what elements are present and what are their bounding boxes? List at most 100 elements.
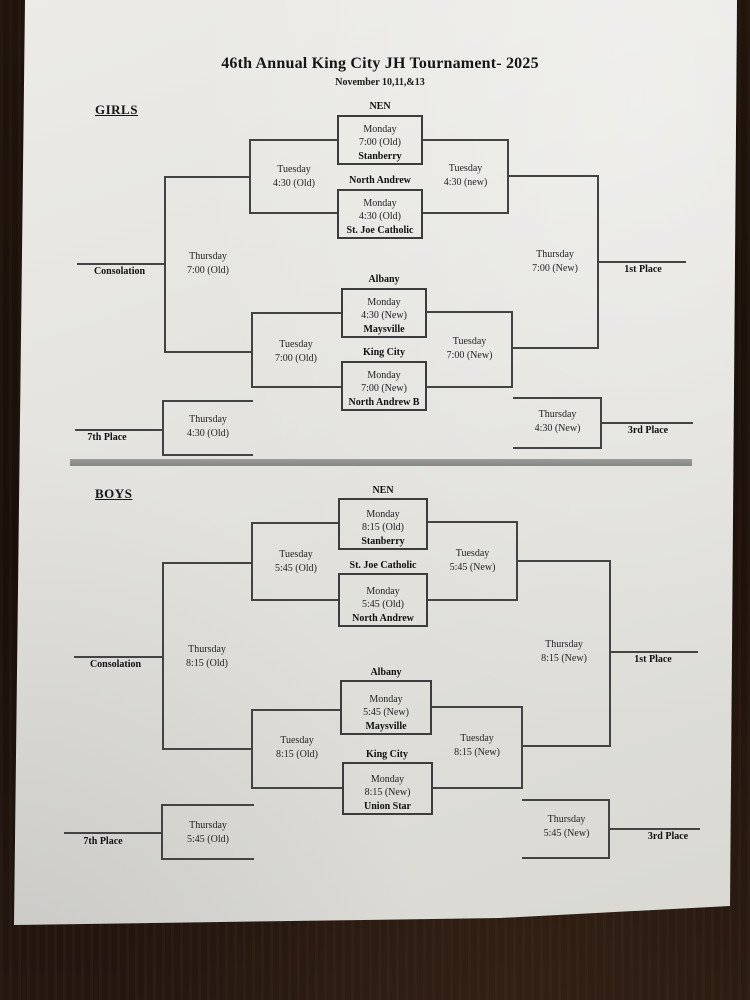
game-time: 8:15 (New) xyxy=(364,787,411,798)
bracket-line xyxy=(511,311,513,388)
game-bottom-team: Maysville xyxy=(365,720,407,732)
girls-section-label: GIRLS xyxy=(95,102,138,117)
game-bottom-team: Union Star xyxy=(364,800,411,812)
girls-semi-right-bottom-slot: Tuesday 7:00 (New) xyxy=(427,335,512,362)
bracket-line xyxy=(423,139,508,141)
girls-semi-left-top-slot: Tuesday 4:30 (Old) xyxy=(250,163,338,190)
game-bottom-team: St. Joe Catholic xyxy=(346,224,414,236)
slot-day: Thursday xyxy=(188,644,226,655)
slot-day: Thursday xyxy=(536,249,574,260)
slot-time: 7:00 (Old) xyxy=(275,352,317,364)
girls-game2-box: Monday 4:30 (Old) St. Joe Catholic xyxy=(337,189,423,239)
boys-game4-box: Monday 8:15 (New) Union Star xyxy=(342,762,433,815)
bracket-line xyxy=(610,828,700,830)
girls-game4-box: Monday 7:00 (New) North Andrew B xyxy=(341,361,427,411)
bracket-line xyxy=(64,832,162,834)
bracket-line xyxy=(162,562,164,750)
slot-day: Thursday xyxy=(189,251,227,262)
boys-semi-right-top-slot: Tuesday 5:45 (New) xyxy=(428,547,517,574)
slot-day: Tuesday xyxy=(448,163,483,174)
bracket-line xyxy=(252,312,341,314)
bracket-line xyxy=(163,562,252,564)
boys-game2-top-team: St. Joe Catholic xyxy=(349,560,417,571)
girls-game3-box: Monday 4:30 (New) Maysville xyxy=(341,288,427,338)
game-day: Monday xyxy=(363,197,397,209)
slot-day: Tuesday xyxy=(279,549,313,560)
slot-time: 8:15 (New) xyxy=(454,746,500,758)
slot-time: 8:15 (New) xyxy=(541,652,587,664)
slot-day: Thursday xyxy=(189,820,227,831)
game-bottom-team: Maysville xyxy=(363,323,405,335)
boys-game1-box: Monday 8:15 (Old) Stanberry xyxy=(338,498,428,550)
girls-championship-slot: Thursday 7:00 (New) xyxy=(513,248,597,275)
bracket-line xyxy=(163,748,252,750)
slot-day: Tuesday xyxy=(460,733,494,744)
bracket-line xyxy=(162,804,254,806)
slot-time: 7:00 (Old) xyxy=(187,264,229,276)
bracket-line xyxy=(427,311,512,313)
bracket-line xyxy=(164,176,166,353)
game-time: 7:00 (Old) xyxy=(359,137,401,148)
slot-day: Thursday xyxy=(545,639,583,650)
bracket-line xyxy=(608,799,610,859)
slot-day: Tuesday xyxy=(277,164,311,175)
bracket-line xyxy=(251,522,253,601)
bracket-line xyxy=(252,386,341,388)
bracket-line xyxy=(163,400,253,402)
bracket-line xyxy=(513,447,602,449)
game-day: Monday xyxy=(369,693,403,705)
girls-consolation-final-slot: Thursday 7:00 (Old) xyxy=(168,250,248,277)
boys-consolation-label: Consolation xyxy=(89,659,142,670)
slot-time: 5:45 (Old) xyxy=(187,833,229,845)
girls-game1-box: Monday 7:00 (Old) Stanberry xyxy=(337,115,423,165)
boys-seventh-place-label: 7th Place xyxy=(83,836,123,847)
bracket-line xyxy=(250,212,337,214)
game-bottom-team: North Andrew xyxy=(352,612,414,624)
boys-game3-top-team: Albany xyxy=(370,667,402,678)
game-time: 5:45 (New) xyxy=(363,707,409,718)
game-day: Monday xyxy=(363,123,397,135)
boys-semi-left-bottom-slot: Tuesday 8:15 (Old) xyxy=(252,734,342,761)
slot-time: 8:15 (Old) xyxy=(186,657,228,669)
bracket-line xyxy=(598,261,686,263)
slot-time: 4:30 (new) xyxy=(443,176,488,188)
slot-time: 5:45 (Old) xyxy=(275,562,317,574)
bracket-line xyxy=(165,176,250,178)
slot-time: 4:30 (Old) xyxy=(187,427,229,439)
game-day: Monday xyxy=(366,508,400,520)
bracket-line xyxy=(522,799,610,801)
boys-semi-left-top-slot: Tuesday 5:45 (Old) xyxy=(252,548,340,575)
bracket-line xyxy=(522,745,610,747)
boys-seventh-place-slot: Thursday 5:45 (Old) xyxy=(166,819,250,846)
girls-semi-right-top-slot: Tuesday 4:30 (new) xyxy=(423,162,508,189)
girls-consolation-label: Consolation xyxy=(93,266,146,277)
boys-third-place-label: 3rd Place xyxy=(647,831,689,842)
boys-third-place-slot: Thursday 5:45 (New) xyxy=(524,813,609,840)
slot-day: Thursday xyxy=(189,414,227,425)
tournament-dates: November 10,11,&13 xyxy=(335,77,425,88)
game-bottom-team: North Andrew B xyxy=(348,396,420,408)
bracket-line xyxy=(165,351,252,353)
bracket-line xyxy=(252,787,342,789)
bracket-line xyxy=(521,706,523,789)
game-time: 8:15 (Old) xyxy=(362,522,404,533)
girls-seventh-place-slot: Thursday 4:30 (Old) xyxy=(166,413,250,440)
game-time: 7:00 (New) xyxy=(361,383,407,394)
girls-game4-top-team: King City xyxy=(363,347,405,358)
boys-consolation-final-slot: Thursday 8:15 (Old) xyxy=(166,643,248,670)
slot-time: 5:45 (New) xyxy=(449,561,496,573)
girls-semi-left-bottom-slot: Tuesday 7:00 (Old) xyxy=(252,338,340,365)
game-day: Monday xyxy=(370,773,405,785)
girls-game2-top-team: North Andrew xyxy=(349,175,411,186)
slot-time: 8:15 (Old) xyxy=(276,748,318,760)
bracket-line xyxy=(609,560,611,747)
boys-game4-top-team: King City xyxy=(366,749,408,760)
bracket-line xyxy=(77,263,165,265)
bracket-line xyxy=(252,709,340,711)
girls-third-place-label: 3rd Place xyxy=(627,425,669,436)
girls-seventh-place-label: 7th Place xyxy=(87,432,127,443)
girls-game1-top-team: NEN xyxy=(369,101,391,112)
game-day: Monday xyxy=(367,369,401,381)
boys-game3-box: Monday 5:45 (New) Maysville xyxy=(340,680,432,735)
